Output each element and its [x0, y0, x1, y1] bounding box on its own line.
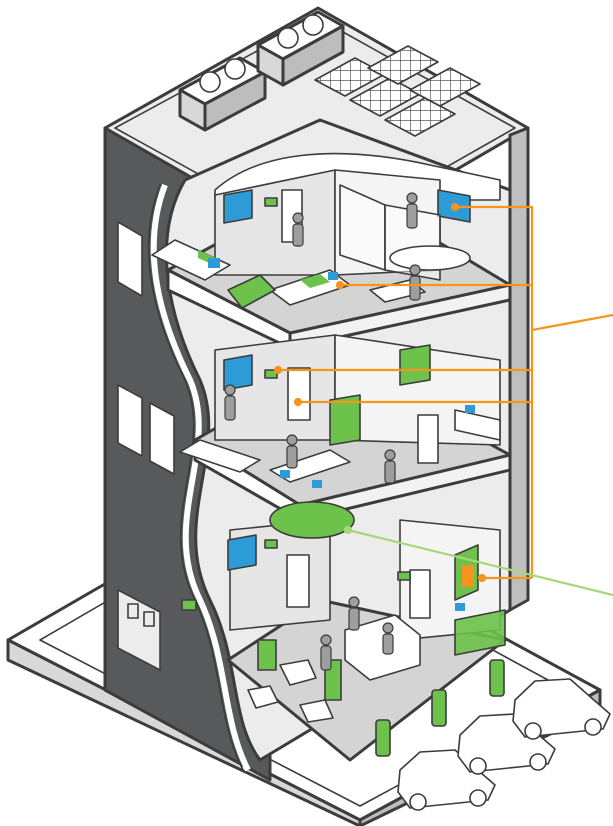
armchair-icon	[299, 699, 334, 723]
security-camera-icon	[181, 197, 411, 611]
person-icon	[224, 192, 421, 671]
lobby-furniture	[247, 614, 421, 723]
car-icon	[397, 678, 611, 811]
meeting-table-icon	[389, 245, 471, 271]
meeting-room-glass	[339, 184, 471, 281]
floor-sensor-icon	[269, 501, 355, 539]
solar-panel-icon	[314, 45, 481, 137]
armchair-icon	[279, 659, 317, 686]
ev-charger-icon	[375, 659, 505, 757]
door-icon	[281, 189, 439, 619]
callout-lines-orange	[273, 202, 613, 583]
hvac-fan-icon	[178, 10, 345, 132]
plant-icon	[257, 639, 277, 671]
workstation-icon	[151, 239, 501, 611]
armchair-icon	[247, 685, 279, 709]
callout-line-green	[343, 525, 613, 597]
facade-windows	[117, 221, 175, 671]
green-equipment	[227, 274, 506, 656]
